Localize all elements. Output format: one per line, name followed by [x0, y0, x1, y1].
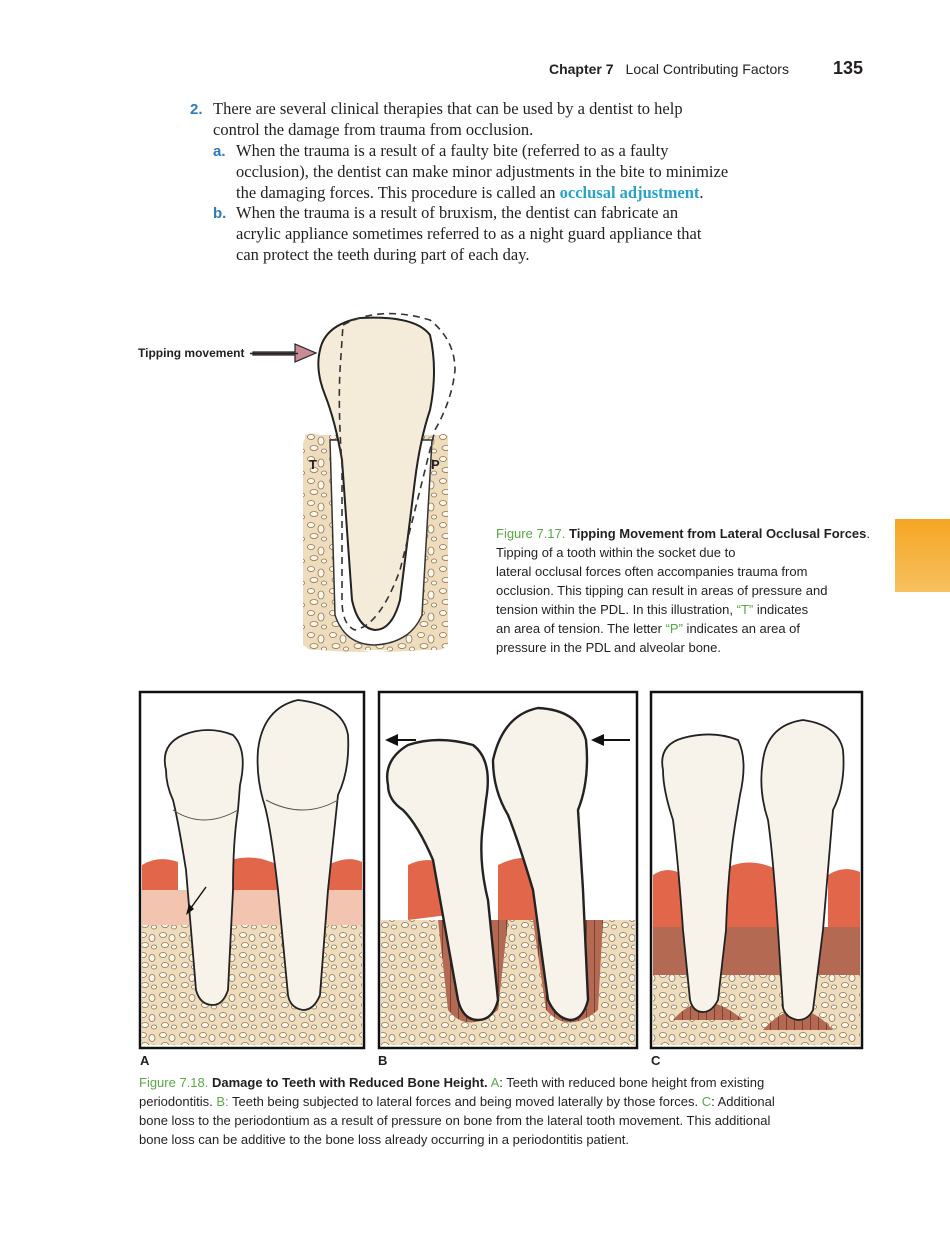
- text-line: control the damage from trauma from occl…: [213, 120, 534, 139]
- label-t: T: [309, 457, 317, 472]
- caption-text: tension within the PDL. In this illustra…: [496, 602, 737, 617]
- caption-line: occlusion. This tipping can result in ar…: [496, 583, 828, 598]
- caption-text: : Additional: [711, 1094, 775, 1109]
- figure-7-17-caption: Figure 7.17. Tipping Movement from Later…: [496, 524, 876, 657]
- caption-text: indicates an area of: [682, 621, 801, 636]
- chapter-title: Local Contributing Factors: [625, 61, 789, 77]
- figure-title: Tipping Movement from Lateral Occlusal F…: [569, 526, 867, 541]
- caption-line: an area of tension. The letter “P” indic…: [496, 619, 876, 638]
- caption-line: Figure 7.18. Damage to Teeth with Reduce…: [139, 1073, 869, 1092]
- caption-line: bone loss to the periodontium as a resul…: [139, 1113, 771, 1128]
- panel-c-label: C: [651, 1053, 661, 1068]
- list-letter: b.: [213, 205, 227, 222]
- text-line: occlusion), the dentist can make minor a…: [236, 162, 729, 181]
- caption-text: . Tipping of a tooth within the socket d…: [496, 526, 871, 560]
- list-letter: a.: [213, 143, 226, 160]
- list-item-2-text: There are several clinical therapies tha…: [213, 98, 813, 140]
- page-number: 135: [832, 58, 863, 78]
- panel-a-label: A: [140, 1053, 150, 1068]
- figure-title: Damage to Teeth with Reduced Bone Height…: [212, 1075, 488, 1090]
- list-item-2: 2.: [190, 98, 203, 120]
- figure-number: Figure 7.18.: [139, 1075, 209, 1090]
- caption-line: periodontitis. B: Teeth being subjected …: [139, 1092, 869, 1111]
- text-line: acrylic appliance sometimes referred to …: [236, 224, 702, 243]
- figure-7-18-caption: Figure 7.18. Damage to Teeth with Reduce…: [139, 1073, 869, 1149]
- list-item-b: b.: [213, 202, 226, 224]
- caption-t: “T”: [736, 602, 754, 617]
- label-p: P: [431, 457, 440, 472]
- caption-line: pressure in the PDL and alveolar bone.: [496, 640, 721, 655]
- caption-c: C: [701, 1094, 712, 1109]
- damage-reduced-bone-illustration: [138, 690, 864, 1050]
- panel-c-art: [649, 690, 864, 1050]
- text-line: There are several clinical therapies tha…: [213, 99, 683, 118]
- text-line: can protect the teeth during part of eac…: [236, 245, 530, 264]
- caption-p: “P”: [665, 621, 683, 636]
- list-number: 2.: [190, 101, 203, 118]
- text-line: When the trauma is a result of a faulty …: [236, 141, 669, 160]
- caption-line: tension within the PDL. In this illustra…: [496, 600, 876, 619]
- panel-b-art: [377, 690, 639, 1050]
- running-header: Chapter 7 Local Contributing Factors 135: [549, 58, 863, 79]
- caption-text: an area of tension. The letter: [496, 621, 666, 636]
- chapter-number: Chapter 7: [548, 61, 614, 77]
- caption-line: Figure 7.17. Tipping Movement from Later…: [496, 524, 876, 562]
- keyword-occlusal-adjustment: occlusal adjustment: [559, 183, 700, 202]
- caption-b: B:: [216, 1094, 229, 1109]
- tipping-movement-illustration: [250, 312, 456, 652]
- caption-line: lateral occlusal forces often accompanie…: [496, 564, 808, 579]
- caption-text: indicates: [753, 602, 809, 617]
- list-item-a: a.: [213, 140, 226, 162]
- chapter-tab: [895, 519, 950, 592]
- caption-a: A: [490, 1075, 500, 1090]
- panel-a-art: [138, 690, 366, 1050]
- caption-text: Teeth being subjected to lateral forces …: [228, 1094, 702, 1109]
- caption-text: periodontitis.: [139, 1094, 217, 1109]
- caption-line: bone loss can be additive to the bone lo…: [139, 1132, 629, 1147]
- tipping-movement-label: Tipping movement: [138, 346, 245, 360]
- text-line: When the trauma is a result of bruxism, …: [236, 203, 679, 222]
- list-item-b-text: When the trauma is a result of bruxism, …: [236, 202, 836, 265]
- text-span: the damaging forces. This procedure is c…: [236, 183, 560, 202]
- figure-number: Figure 7.17.: [496, 526, 566, 541]
- list-item-a-text: When the trauma is a result of a faulty …: [236, 140, 836, 203]
- text-span: .: [699, 183, 704, 202]
- caption-text: : Teeth with reduced bone height from ex…: [499, 1075, 765, 1090]
- panel-b-label: B: [378, 1053, 388, 1068]
- text-line: the damaging forces. This procedure is c…: [236, 182, 836, 203]
